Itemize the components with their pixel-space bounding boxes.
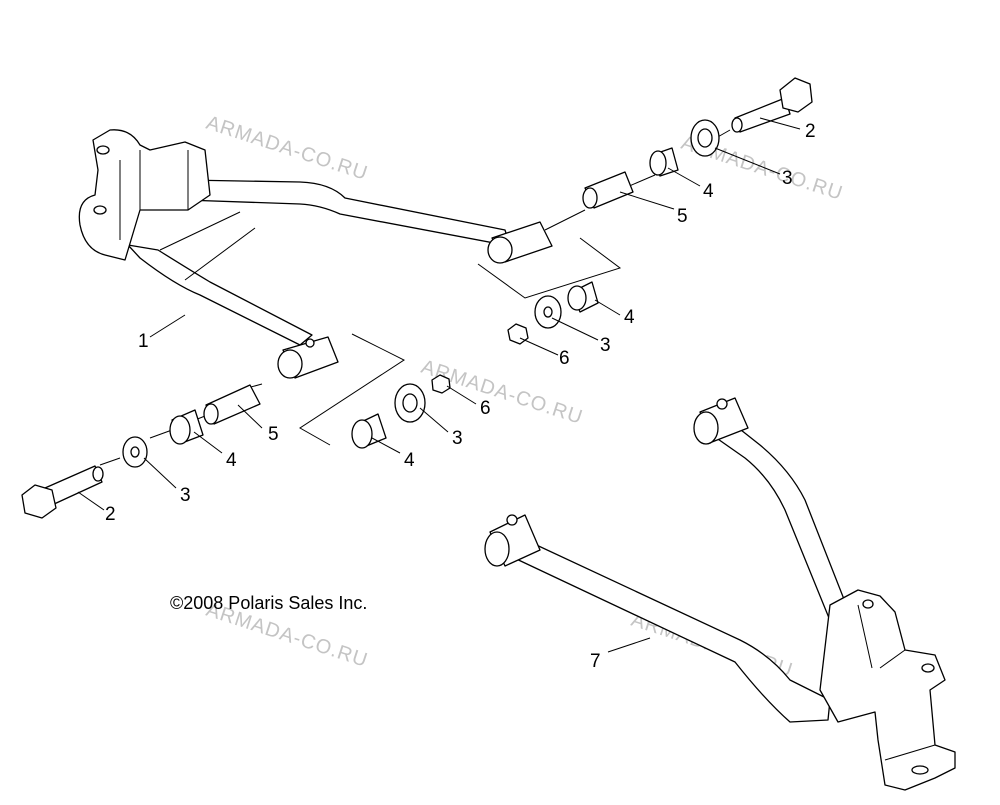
bushing-lower-end xyxy=(351,419,373,449)
callout-5-top: 5 xyxy=(677,206,688,227)
upper-arm-rear-tube xyxy=(184,179,511,247)
callout-6-low: 6 xyxy=(480,398,491,419)
lower-bracket-hole-3 xyxy=(911,765,929,775)
left-hardware xyxy=(21,374,451,519)
bushing-right-top-end xyxy=(649,150,667,176)
watermark-1: ARMADA-CO.RU xyxy=(203,112,370,185)
callout-3-top: 3 xyxy=(782,168,793,189)
washer-lower-hole xyxy=(402,393,418,413)
bolt-right-tip xyxy=(731,117,743,133)
guide-left-sleeve xyxy=(299,333,406,446)
upper-arm-bracket-detail xyxy=(119,150,189,240)
lower-arm-bracket xyxy=(819,589,956,791)
right-hardware xyxy=(507,77,813,345)
lower-bracket-hole-1 xyxy=(862,599,874,609)
callout-6-mid: 6 xyxy=(559,348,570,369)
callout-2-left: 2 xyxy=(105,504,116,525)
callout-3-mid: 3 xyxy=(600,335,611,356)
bolt-right-head xyxy=(779,77,813,113)
lower-arm-long-tube xyxy=(509,534,831,723)
grease-fitting-front xyxy=(506,514,518,526)
grease-fitting-left xyxy=(305,338,315,348)
lower-a-arm xyxy=(484,397,956,791)
explode-guides xyxy=(99,129,731,466)
lower-arm-rear-sleeve-end xyxy=(693,411,719,445)
upper-arm-left-sleeve-end xyxy=(277,349,303,379)
callout-3-low: 3 xyxy=(452,428,463,449)
upper-arm-brace xyxy=(159,211,256,281)
callout-4-left: 4 xyxy=(226,450,237,471)
callout-4-low: 4 xyxy=(404,450,415,471)
spacer-right-end xyxy=(582,187,598,209)
callout-7: 7 xyxy=(590,651,601,672)
grease-fitting-rear xyxy=(716,398,728,410)
lower-bracket-hole-2 xyxy=(921,663,935,673)
callout-4-top: 4 xyxy=(703,181,714,202)
spacer-left-end xyxy=(203,403,219,425)
leader-lines xyxy=(77,117,801,653)
bushing-right-mid-end xyxy=(567,285,587,311)
upper-arm-front-tube xyxy=(127,244,313,346)
guide-right-sleeve xyxy=(477,237,622,299)
callout-1: 1 xyxy=(138,331,149,352)
bracket-hole-lower xyxy=(93,205,107,215)
nut-right xyxy=(507,323,529,345)
upper-arm-right-sleeve-end xyxy=(487,236,513,264)
callout-2-top: 2 xyxy=(805,121,816,142)
lower-arm-bracket-detail xyxy=(857,604,936,761)
bushing-left-end xyxy=(169,415,191,445)
upper-a-arm xyxy=(78,129,553,379)
upper-arm-bracket xyxy=(78,129,211,261)
bolt-left-head xyxy=(21,484,57,519)
nut-lower xyxy=(431,374,451,394)
callout-5-left: 5 xyxy=(268,424,279,445)
callouts: 1 2 3 4 5 4 3 6 5 4 3 2 6 3 4 7 xyxy=(105,121,816,672)
washer-left-hole xyxy=(130,446,140,458)
washer-right-mid-hole xyxy=(543,306,553,318)
callout-3-left: 3 xyxy=(180,485,191,506)
bracket-hole-upper xyxy=(96,145,110,155)
bolt-left-tip xyxy=(92,466,104,482)
washer-right-top-hole xyxy=(697,128,713,148)
copyright-notice: ©2008 Polaris Sales Inc. xyxy=(170,593,367,613)
callout-4-mid: 4 xyxy=(624,307,635,328)
lower-arm-front-sleeve-end xyxy=(484,531,510,567)
